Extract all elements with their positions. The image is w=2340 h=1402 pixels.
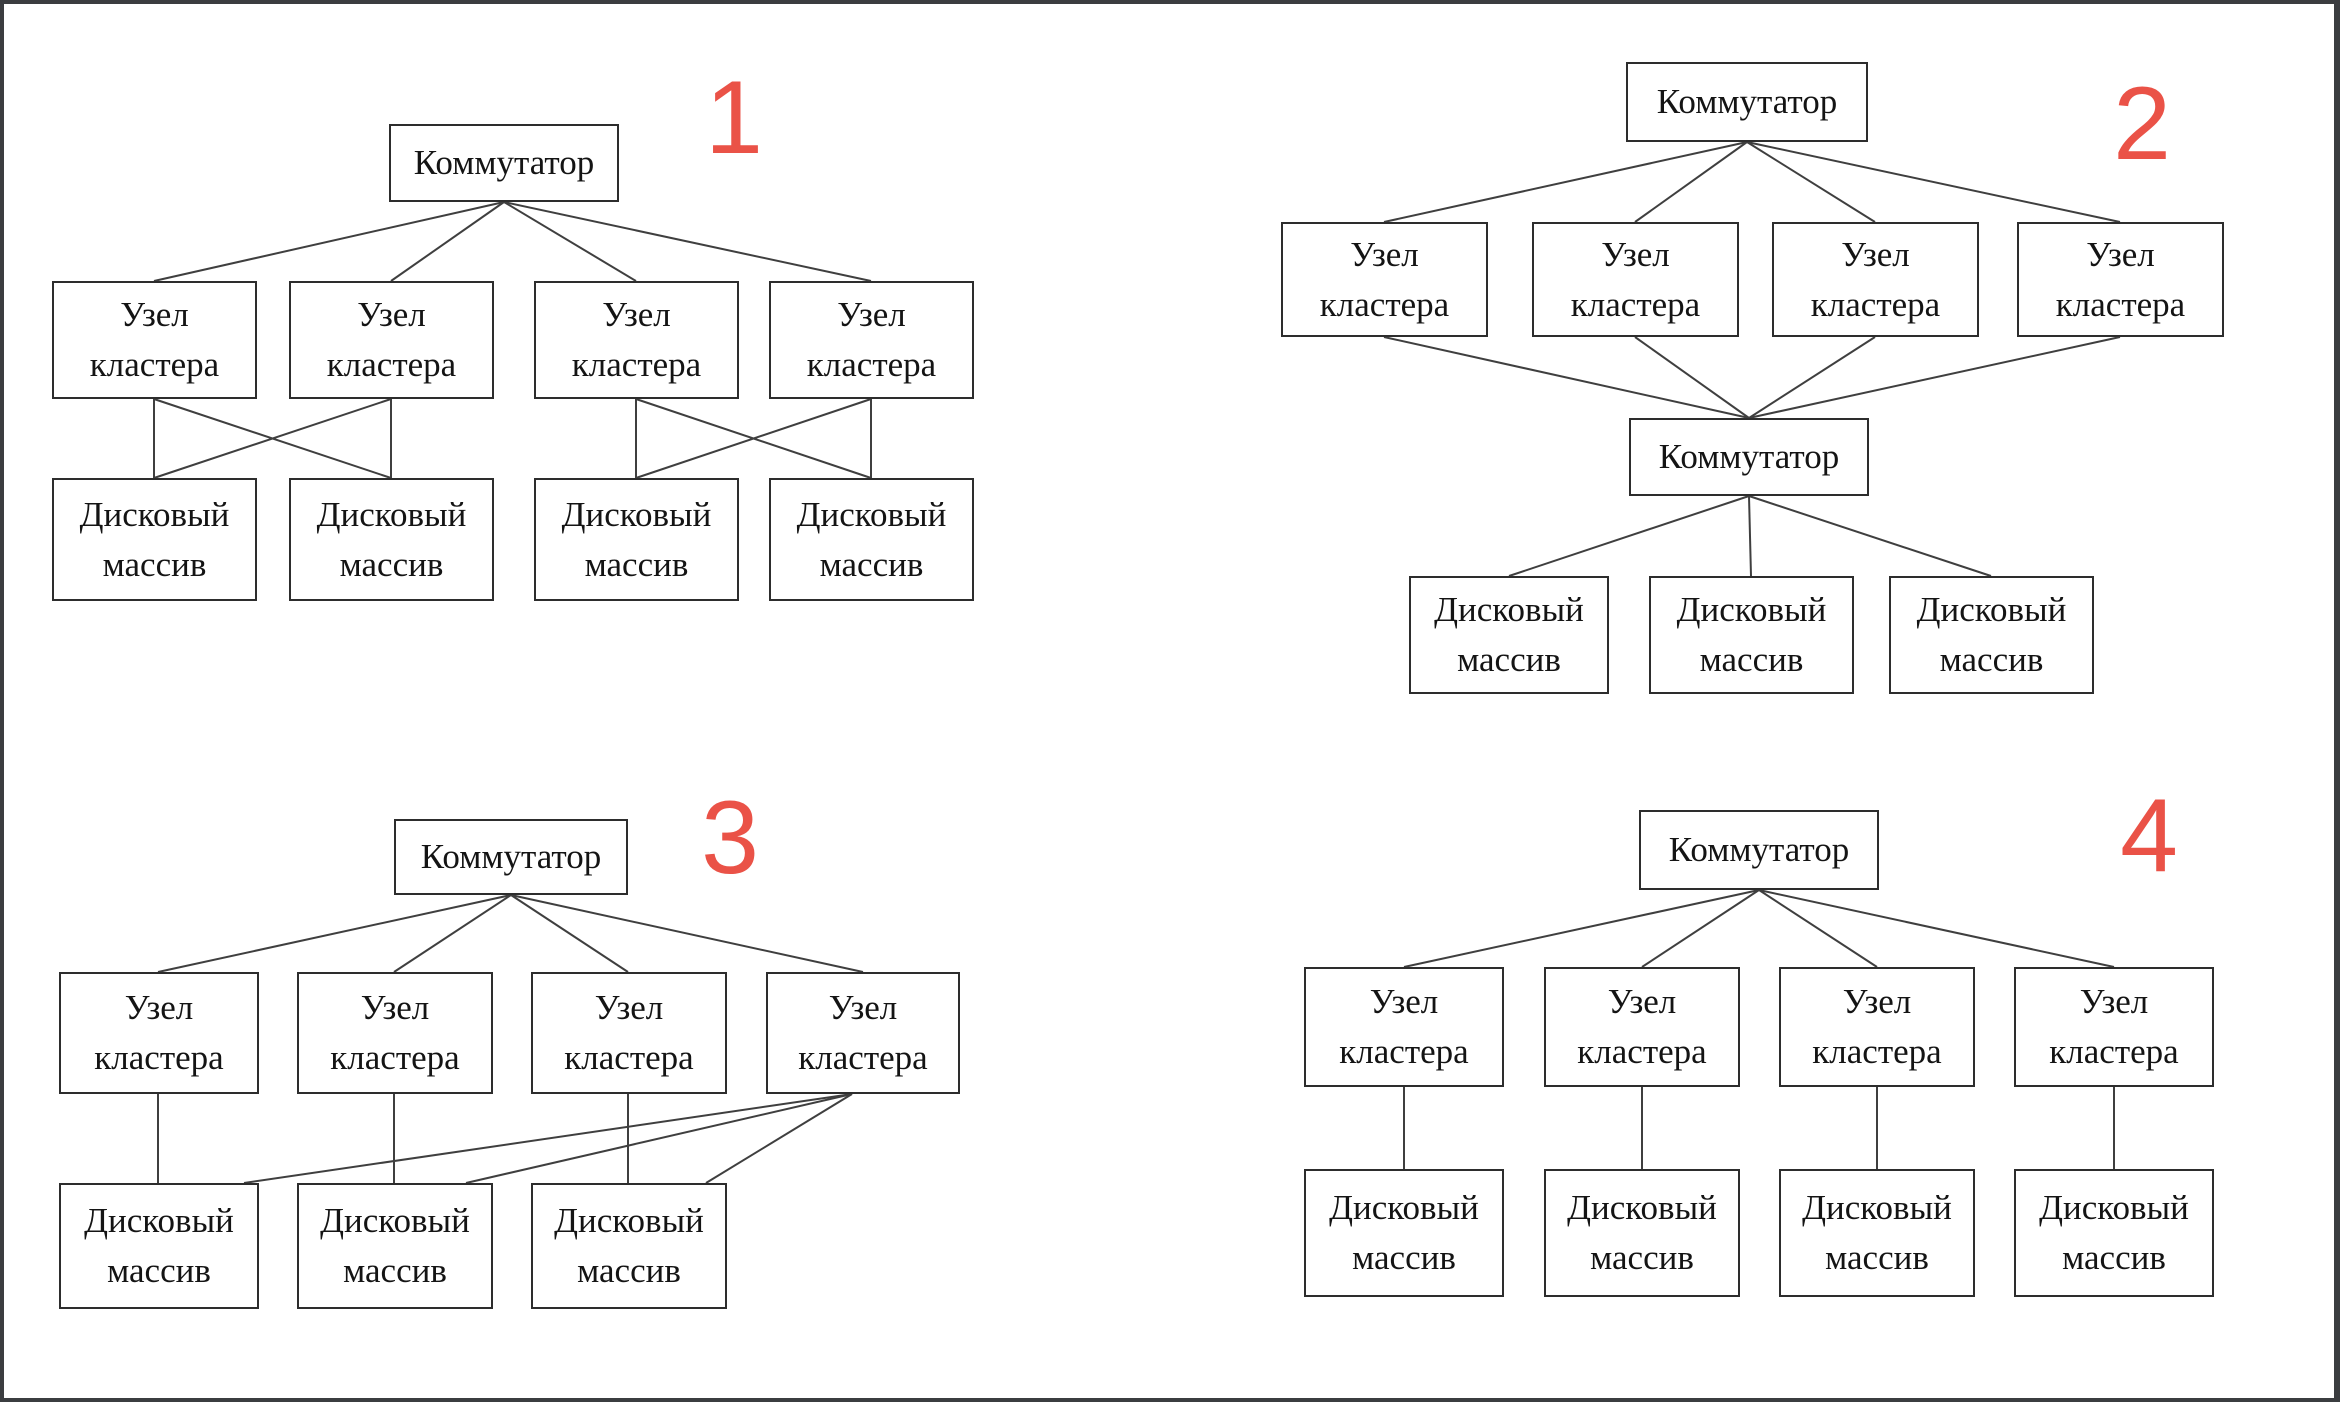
disk-array-box: Дисковый массив: [1779, 1169, 1975, 1297]
disk-array-label: Дисковый массив: [320, 1201, 470, 1290]
cluster-node-box: Узел кластера: [2014, 967, 2214, 1087]
diagram3-connections: [157, 894, 864, 1184]
disk-array-label: Дисковый массив: [1676, 590, 1827, 679]
cluster-node-label: Узел кластера: [1577, 982, 1707, 1071]
diagram4-connections: [1403, 889, 2115, 1169]
cluster-node-box: Узел кластера: [1281, 222, 1488, 337]
diagram-number: 3: [701, 780, 759, 896]
cluster-node-label: Узел кластера: [798, 988, 928, 1077]
disk-array-box: Дисковый массив: [531, 1183, 727, 1309]
cluster-node-box: Узел кластера: [59, 972, 259, 1094]
disk-array-label: Дисковый массив: [1434, 590, 1584, 679]
disk-array-box: Дисковый массив: [1544, 1169, 1740, 1297]
cluster-node-label: Узел кластера: [2055, 234, 2186, 324]
switch-box: Коммутатор: [394, 819, 628, 895]
disk-array-label: Дисковый массив: [796, 494, 947, 584]
disk-array-box: Дисковый массив: [1649, 576, 1854, 694]
cluster-node-box: Узел кластера: [531, 972, 727, 1094]
cluster-node-box: Узел кластера: [534, 281, 739, 399]
cluster-node-label: Узел кластера: [806, 295, 937, 384]
disk-array-label: Дисковый массив: [1567, 1188, 1717, 1277]
disk-array-box: Дисковый массив: [297, 1183, 493, 1309]
cluster-node-label: Узел кластера: [330, 988, 460, 1077]
cluster-node-label: Узел кластера: [94, 988, 224, 1077]
disk-array-label: Дисковый массив: [79, 494, 230, 584]
disk-array-box: Дисковый массив: [2014, 1169, 2214, 1297]
cluster-node-label: Узел кластера: [326, 295, 457, 384]
cluster-node-box: Узел кластера: [289, 281, 494, 399]
disk-array-label: Дисковый массив: [554, 1201, 704, 1290]
switch-box: Коммутатор: [1626, 62, 1868, 142]
cluster-node-label: Узел кластера: [1339, 982, 1469, 1071]
disk-array-box: Дисковый массив: [1409, 576, 1609, 694]
switch-label: Коммутатор: [1668, 830, 1850, 870]
switch-label: Коммутатор: [1656, 82, 1838, 122]
switch-box: Коммутатор: [389, 124, 619, 202]
disk-array-label: Дисковый массив: [1916, 590, 2067, 679]
cluster-node-box: Узел кластера: [1544, 967, 1740, 1087]
switch-label: Коммутатор: [1658, 437, 1840, 477]
switch-label: Коммутатор: [420, 837, 602, 877]
disk-array-box: Дисковый массив: [289, 478, 494, 601]
disk-array-label: Дисковый массив: [1329, 1188, 1479, 1277]
cluster-node-label: Узел кластера: [1810, 234, 1941, 324]
cluster-node-box: Узел кластера: [297, 972, 493, 1094]
diagram2-connections: [1383, 141, 2121, 577]
disk-array-label: Дисковый массив: [316, 494, 467, 584]
cluster-node-box: Узел кластера: [1532, 222, 1739, 337]
connector-lines: [153, 141, 2121, 1184]
disk-array-label: Дисковый массив: [2039, 1188, 2189, 1277]
cluster-node-box: Узел кластера: [2017, 222, 2224, 337]
disk-array-box: Дисковый массив: [1304, 1169, 1504, 1297]
switch-box: Коммутатор: [1639, 810, 1879, 890]
cluster-node-label: Узел кластера: [1319, 234, 1450, 324]
switch-box: Коммутатор: [1629, 418, 1869, 496]
cluster-node-box: Узел кластера: [769, 281, 974, 399]
cluster-node-label: Узел кластера: [2049, 982, 2179, 1071]
disk-array-box: Дисковый массив: [1889, 576, 2094, 694]
diagram-number: 2: [2113, 66, 2171, 182]
diagram1-connections: [153, 201, 872, 479]
cluster-node-label: Узел кластера: [564, 988, 694, 1077]
cluster-node-box: Узел кластера: [766, 972, 960, 1094]
disk-array-box: Дисковый массив: [59, 1183, 259, 1309]
disk-array-box: Дисковый массив: [534, 478, 739, 601]
cluster-node-box: Узел кластера: [1772, 222, 1979, 337]
cluster-node-label: Узел кластера: [571, 295, 702, 384]
switch-label: Коммутатор: [413, 143, 595, 183]
diagram-number: 1: [705, 60, 763, 176]
disk-array-label: Дисковый массив: [1802, 1188, 1952, 1277]
disk-array-label: Дисковый массив: [84, 1201, 234, 1290]
cluster-node-box: Узел кластера: [52, 281, 257, 399]
disk-array-label: Дисковый массив: [561, 494, 712, 584]
cluster-node-box: Узел кластера: [1779, 967, 1975, 1087]
diagram-number: 4: [2120, 778, 2178, 894]
cluster-node-label: Узел кластера: [89, 295, 220, 384]
cluster-node-box: Узел кластера: [1304, 967, 1504, 1087]
disk-array-box: Дисковый массив: [52, 478, 257, 601]
disk-array-box: Дисковый массив: [769, 478, 974, 601]
cluster-node-label: Узел кластера: [1570, 234, 1701, 324]
cluster-node-label: Узел кластера: [1812, 982, 1942, 1071]
